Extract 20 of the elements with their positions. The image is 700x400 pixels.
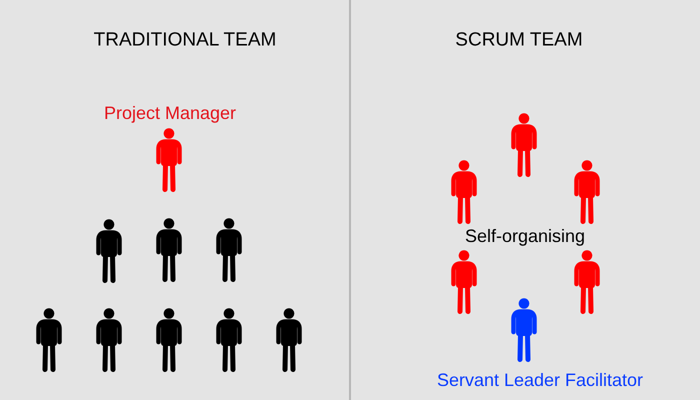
person-icon bbox=[274, 308, 304, 372]
person-icon bbox=[572, 250, 602, 314]
person-icon bbox=[509, 298, 539, 362]
person-icon bbox=[154, 128, 184, 192]
person-icon bbox=[449, 250, 479, 314]
person-icon bbox=[572, 160, 602, 224]
group-label: Self-organising bbox=[464, 227, 586, 245]
person-icon bbox=[214, 218, 244, 282]
person-icon bbox=[34, 308, 64, 372]
person-icon bbox=[154, 218, 184, 282]
person-icon bbox=[94, 219, 124, 283]
person-icon bbox=[509, 113, 539, 177]
role-label: Project Manager bbox=[104, 104, 236, 122]
person-icon bbox=[154, 308, 184, 372]
panel-title: SCRUM TEAM bbox=[455, 30, 583, 50]
person-icon bbox=[449, 160, 479, 224]
panel-title: TRADITIONAL TEAM bbox=[94, 30, 276, 50]
person-icon bbox=[214, 308, 244, 372]
person-icon bbox=[94, 308, 124, 372]
role-label: Servant Leader Facilitator bbox=[436, 371, 644, 389]
